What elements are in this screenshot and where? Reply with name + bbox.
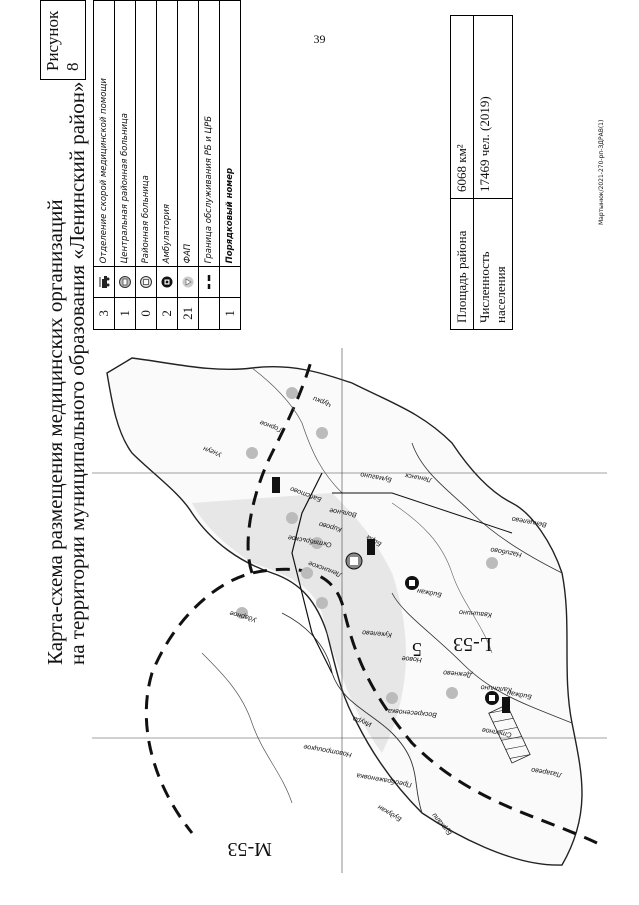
legend-empty-cell: [219, 266, 241, 298]
legend-row: 2 Амбулатория: [156, 0, 178, 330]
settlement-label: Воскресеновка: [388, 707, 438, 718]
legend-table: 3 Отделение скорой медицинской помощи 1 …: [93, 0, 241, 330]
ambulance-icon: [93, 266, 115, 298]
outpatient-clinic-icon: [485, 691, 499, 705]
title-line-1: Карта-схема размещения медицинских орган…: [43, 199, 67, 665]
settlement-label: Новое: [401, 654, 422, 663]
river: [391, 592, 573, 724]
legend-count: 1: [114, 297, 136, 330]
document-footer: Мартынюк/2021-270-рп-ЗДРАВ(1): [598, 119, 605, 225]
area-value: 6068 км²: [450, 15, 474, 199]
grid-label-l53: L-53: [453, 633, 492, 655]
legend-label: Амбулатория: [156, 0, 178, 267]
stats-row: Площадь района 6068 км²: [450, 15, 474, 330]
legend-label: Отделение скорой медицинской помощи: [93, 0, 115, 267]
figure-label: Рисунок 8: [40, 0, 86, 80]
settlement-label: Новотроицкое: [303, 743, 352, 758]
feldsher-post-icon: [446, 687, 458, 699]
feldsher-post-icon: [486, 557, 498, 569]
page-number: 39: [313, 32, 326, 46]
legend-row: Граница обслуживания РБ и ЦРБ: [198, 0, 220, 330]
population-value: 17469 чел. (2019): [473, 15, 513, 199]
feldsher-post-icon: [246, 447, 258, 459]
feldsher-post-icon: [286, 512, 298, 524]
legend-count: 21: [177, 297, 199, 330]
legend-count: [198, 297, 220, 330]
legend-count: 2: [156, 297, 178, 330]
legend-label: Граница обслуживания РБ и ЦРБ: [198, 0, 220, 267]
legend-label: Районная больница: [135, 0, 157, 267]
hatched-area: [488, 704, 531, 764]
district-map: M-53 L-53 5 Ленинское Биджан Кукелево Де…: [92, 348, 607, 873]
legend-label: ФАП: [177, 0, 199, 267]
road: [291, 472, 333, 674]
district-stats: Площадь района 6068 км² Численность насе…: [450, 15, 513, 330]
settlement-label: Будукан: [376, 803, 403, 823]
ambulance-icon: [367, 539, 375, 555]
legend-row: 1 Порядковый номер: [219, 0, 241, 330]
road: [332, 492, 513, 534]
settlement-label: Дежнево: [443, 668, 473, 678]
grid-label-m53: M-53: [228, 838, 272, 860]
river: [251, 367, 343, 494]
feldsher-post-icon: [301, 567, 313, 579]
legend-count: 0: [135, 297, 157, 330]
service-boundary: [144, 567, 598, 845]
legend-count: 1: [219, 297, 241, 330]
stats-row: Численность населения 17469 чел. (2019): [473, 15, 513, 330]
river: [201, 652, 293, 804]
service-boundary: [246, 357, 314, 574]
legend-row: 21 ФАП: [177, 0, 199, 330]
feldsher-post-icon: [311, 537, 323, 549]
feldsher-post-icon: [236, 607, 248, 619]
feldsher-post-icon: [177, 266, 199, 298]
area-label: Площадь района: [450, 198, 474, 330]
map-title: Карта-схема размещения медицинских орган…: [43, 81, 89, 666]
title-line-2: на территории муниципального образования…: [65, 81, 89, 666]
ambulance-icon: [272, 477, 280, 493]
legend-label: Центральная районная больница: [114, 0, 136, 267]
feldsher-post-icon: [386, 692, 398, 704]
settlement-label: Ленинск: [404, 471, 434, 483]
district-hospital-icon: [135, 266, 157, 298]
legend-row: 1 Центральная районная больница: [114, 0, 136, 330]
outpatient-clinic-icon: [405, 576, 419, 590]
legend-row: 0 Районная больница: [135, 0, 157, 330]
settlement-label: Вольное: [329, 506, 358, 518]
ambulance-icon: [502, 697, 510, 713]
legend-count: 3: [93, 297, 115, 330]
settlement-label: Квашнино: [459, 608, 492, 618]
grid-label-5: 5: [412, 638, 422, 660]
feldsher-post-icon: [286, 387, 298, 399]
feldsher-post-icon: [316, 427, 328, 439]
settlement-label: Калинино: [480, 683, 512, 693]
boundary-line-icon: [198, 266, 220, 298]
population-label: Численность населения: [473, 198, 513, 330]
central-hospital-icon: [114, 266, 136, 298]
settlement-label: Кукелево: [362, 628, 392, 638]
feldsher-post-icon: [316, 597, 328, 609]
legend-row: 3 Отделение скорой медицинской помощи: [93, 0, 115, 330]
legend-label: Порядковый номер: [219, 0, 241, 267]
central-hospital-icon: [345, 552, 363, 570]
river: [391, 502, 493, 654]
river: [411, 442, 563, 574]
outpatient-clinic-icon: [156, 266, 178, 298]
